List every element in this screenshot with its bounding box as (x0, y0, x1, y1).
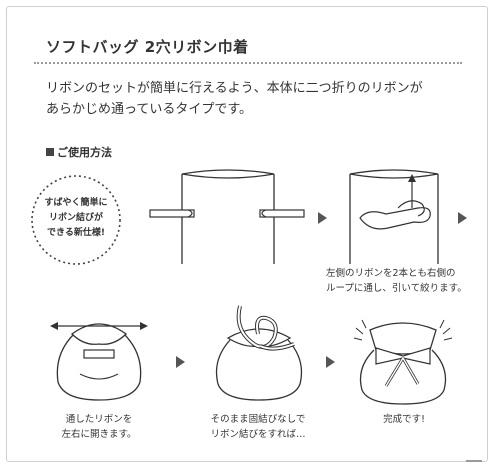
step-3-caption-line-2: リボン結びをすれば… (210, 429, 306, 440)
badge-line-1: すばやく簡単に (44, 198, 108, 208)
badge-line-3: できる新仕様! (47, 228, 105, 238)
illustration-ribbon-through-loop (349, 169, 439, 264)
arrow-right-icon (318, 212, 327, 224)
corner-mark (466, 460, 482, 462)
dotted-divider (34, 62, 462, 64)
illustration-finished-bag (353, 319, 453, 405)
step-4-caption-line-1: 完成です! (383, 414, 425, 425)
step-2-caption-line-2: 左右に開きます。 (61, 429, 137, 440)
section-heading-text: ご使用方法 (57, 146, 112, 159)
square-bullet-icon (46, 148, 54, 156)
step-1-caption-line-1: 左側のリボンを2本とも右側の (326, 268, 456, 279)
illustration-tying-bow (215, 305, 303, 401)
intro-line-2: あらかじめ通っているタイプです。 (46, 102, 253, 117)
step-1-caption-line-2: ループに通し、引いて絞ります。 (326, 283, 467, 294)
step-3-caption-line-1: そのまま固結びなしで (210, 414, 306, 425)
intro-line-1: リボンのセットが簡単に行えるよう、本体に二つ折りのリボンが (46, 81, 423, 96)
arrow-right-icon (176, 356, 185, 368)
step-1-caption: 左側のリボンを2本とも右側の ループに通し、引いて絞ります。 (326, 266, 467, 296)
step-3-caption: そのまま固結びなしで リボン結びをすれば… (194, 412, 322, 442)
step-2-caption-line-1: 通したリボンを (65, 414, 133, 425)
arrow-right-icon (326, 356, 335, 368)
illustration-open-ribbons (50, 322, 148, 401)
arrow-right-icon (458, 212, 467, 224)
illustration-bag-with-ribbons (149, 169, 305, 264)
sparkle-icon (353, 319, 453, 341)
badge-line-2: リボン結びが (48, 213, 103, 223)
page-title: ソフトバッグ 2穴リボン巾着 (46, 38, 249, 56)
step-4-caption: 完成です! (354, 412, 454, 427)
section-heading: ご使用方法 (46, 144, 112, 160)
intro-text: リボンのセットが簡単に行えるよう、本体に二つ折りのリボンが あらかじめ通っている… (46, 78, 466, 120)
step-2-caption: 通したリボンを 左右に開きます。 (46, 412, 152, 442)
badge-seal-icon (31, 175, 121, 265)
badge-text: すばやく簡単に リボン結びが できる新仕様! (28, 196, 124, 241)
